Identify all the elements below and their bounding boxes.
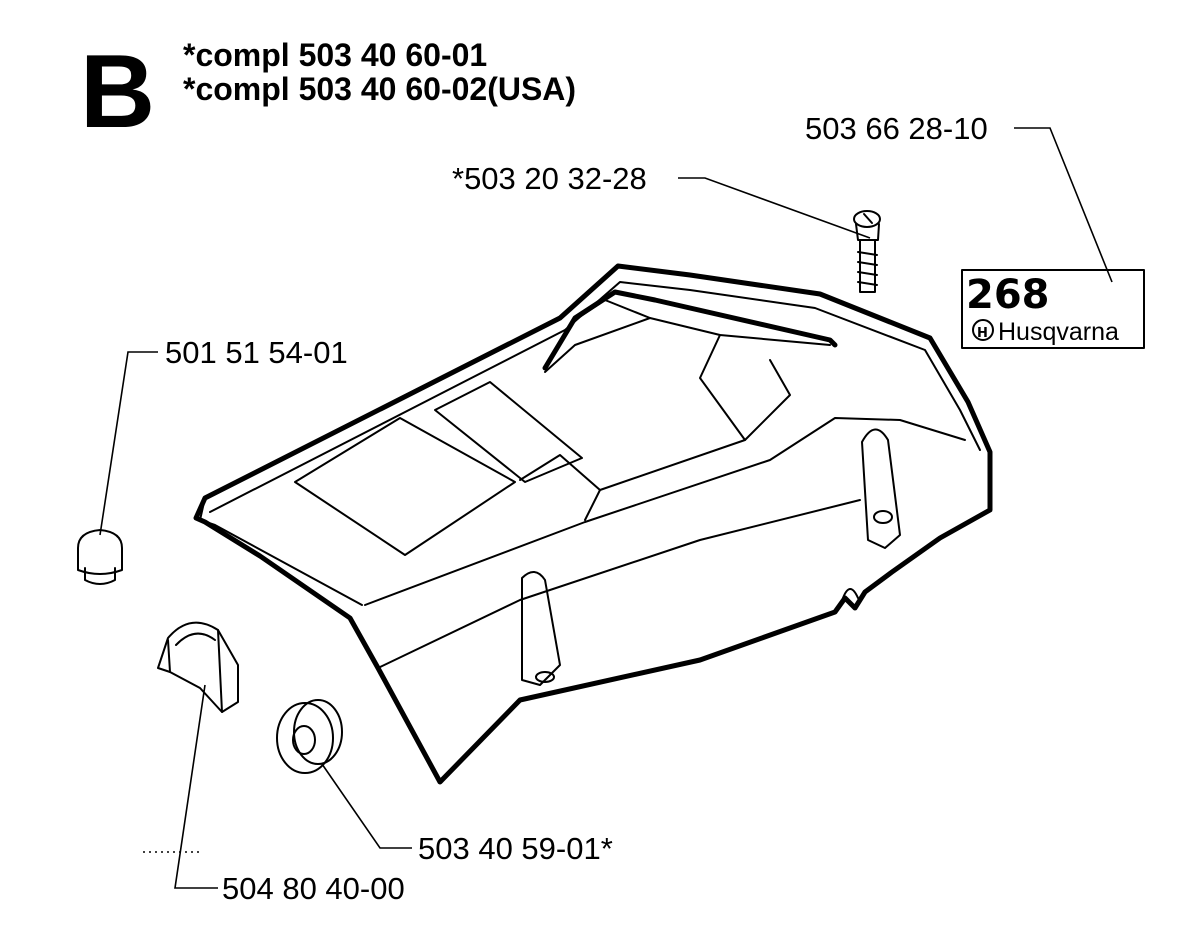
svg-text:H: H [977, 326, 988, 341]
decal-model-number: 268 [966, 272, 1050, 318]
section-letter: B [80, 34, 156, 150]
decal-badge: 268 H Husqvarna [961, 269, 1145, 349]
leader-lines [99, 127, 1113, 889]
part-label-plug: 501 51 54-01 [165, 335, 348, 370]
part-label-cap: 504 80 40-00 [222, 871, 405, 906]
part-label-grommet: 503 40 59-01* [418, 831, 613, 866]
part-label-screw: *503 20 32-28 [452, 161, 647, 196]
husqvarna-logo-icon [972, 319, 994, 341]
grommet-illustration [276, 699, 343, 774]
kit-number-2: *compl 503 40 60-02(USA) [183, 71, 577, 107]
part-label-decal: 503 66 28-10 [805, 111, 988, 146]
plug-illustration [77, 529, 123, 585]
decal-brand-name: Husqvarna [998, 318, 1119, 346]
screw-illustration [853, 210, 881, 293]
top-cover-illustration [193, 263, 993, 785]
cap-illustration [157, 621, 239, 713]
kit-number-1: *compl 503 40 60-01 [183, 37, 488, 73]
